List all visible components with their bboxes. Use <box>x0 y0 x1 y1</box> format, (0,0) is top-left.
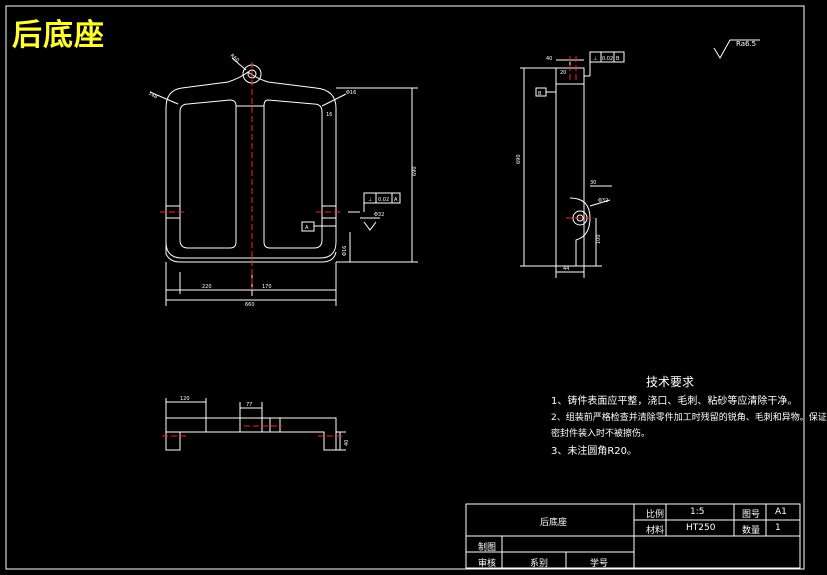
title-block-part-name: 后底座 <box>540 518 568 528</box>
title-block-material-value: HT250 <box>686 523 716 533</box>
front-view <box>149 57 418 306</box>
title-block-drawing-no-value: A1 <box>775 507 787 517</box>
title-block-quantity-label: 数量 <box>742 526 761 536</box>
side-dim-hole-dia: Φ32 <box>598 198 608 204</box>
title-block-drawn-label: 制图 <box>478 543 497 553</box>
side-view <box>520 39 760 278</box>
front-dim-top-left: 148 <box>147 91 158 101</box>
front-dim-radius-top: R60 <box>229 53 240 64</box>
side-dim-top-offset: 20 <box>560 70 566 76</box>
bottom-view <box>165 398 346 451</box>
front-dim-overall-width: 660 <box>245 302 255 308</box>
side-dim-top-width: 40 <box>546 56 552 62</box>
front-dim-right-top: Φ16 <box>346 90 356 96</box>
title-block-school-label: 系别 <box>530 559 549 569</box>
drawing-border <box>5 5 805 570</box>
side-tol-datum: B <box>616 56 620 62</box>
front-tol-datum: A <box>394 197 398 203</box>
side-dim-hole-offset: 30 <box>590 180 596 186</box>
tech-requirement-2-cont: 密封件装入时不被擦伤。 <box>551 429 651 439</box>
bottom-dim-right-height: 40 <box>344 440 350 446</box>
drawing-title: 后底座 <box>12 18 105 53</box>
tech-requirement-2: 2、组装前严格检查并清除零件加工时残留的锐角、毛刺和异物。保证 <box>551 413 827 423</box>
front-dim-height: 690 <box>412 166 418 176</box>
title-block-checked-label: 审核 <box>478 559 497 569</box>
front-dim-small-vert: Φ16 <box>342 246 348 256</box>
bottom-dim-mid: 77 <box>246 402 252 408</box>
front-dim-right-small: 16 <box>326 112 332 118</box>
title-block-student-id-label: 学号 <box>590 559 609 569</box>
front-dim-bottom-mid: 170 <box>262 284 272 290</box>
side-centerlines <box>566 56 594 219</box>
tech-requirement-3: 3、未注圆角R20。 <box>551 446 638 457</box>
cad-drawing-canvas: R60 148 Φ16 16 690 ⊥ 0.02 A A Φ32 220 17… <box>5 5 805 570</box>
front-datum-a: A <box>305 225 309 231</box>
title-block-drawing-no-label: 图号 <box>742 510 761 520</box>
side-dim-bottom-height: 100 <box>596 234 602 244</box>
title-block-scale-value: 1:5 <box>690 507 705 517</box>
side-datum-b: B <box>538 91 542 97</box>
tech-requirements-title: 技术要求 <box>646 375 695 389</box>
roughness-value: Ra6.5 <box>736 40 756 48</box>
bottom-dim-left: 120 <box>180 396 190 402</box>
front-hole-dim: Φ32 <box>374 212 384 218</box>
title-block <box>465 503 801 569</box>
title-block-material-label: 材料 <box>646 526 665 536</box>
side-dim-height: 690 <box>516 154 522 164</box>
front-tol-symbol: ⊥ <box>368 197 372 203</box>
title-block-scale-label: 比例 <box>646 510 665 520</box>
side-tol-symbol: ⊥ <box>593 56 597 62</box>
tech-requirement-1: 1、铸件表面应平整，浇口、毛刺、粘砂等应清除干净。 <box>551 396 798 407</box>
front-centerlines <box>160 62 342 290</box>
front-tol-value: 0.02 <box>378 197 389 203</box>
bottom-centerlines <box>162 425 342 437</box>
front-dim-bottom-left: 220 <box>202 284 212 290</box>
side-tol-value: 0.02 <box>602 56 613 62</box>
title-block-quantity-value: 1 <box>775 523 781 533</box>
side-dim-bottom-width: 44 <box>563 266 569 272</box>
